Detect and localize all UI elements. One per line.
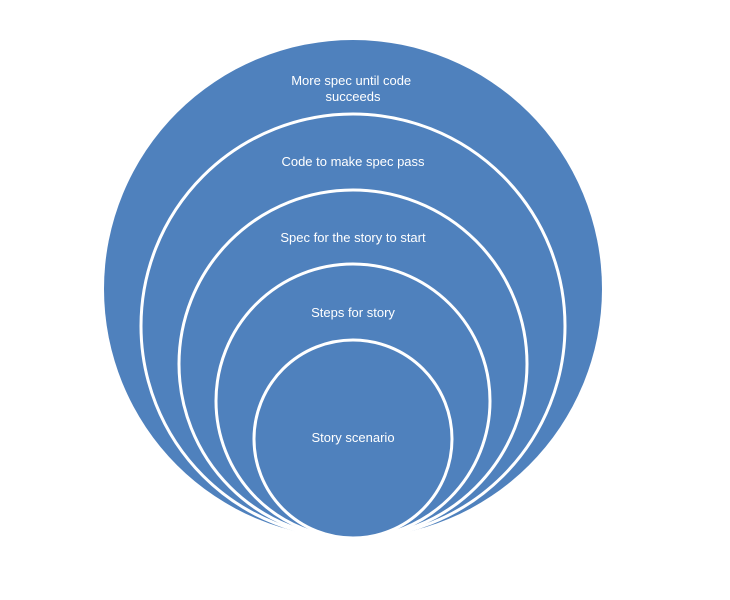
ring-label-spec-for-story: Spec for the story to start	[280, 230, 426, 245]
ring-label-more-spec: More spec until code succeeds	[291, 73, 415, 104]
ring-label-more-spec-line-2: succeeds	[326, 89, 381, 104]
ring-story-scenario	[252, 338, 454, 540]
ring-label-more-spec-line-1: More spec until code	[291, 73, 411, 88]
ring-label-story-scenario: Story scenario	[311, 430, 394, 445]
ring-label-code-to-make-spec-pass: Code to make spec pass	[281, 154, 425, 169]
ring-label-steps-for-story: Steps for story	[311, 305, 395, 320]
